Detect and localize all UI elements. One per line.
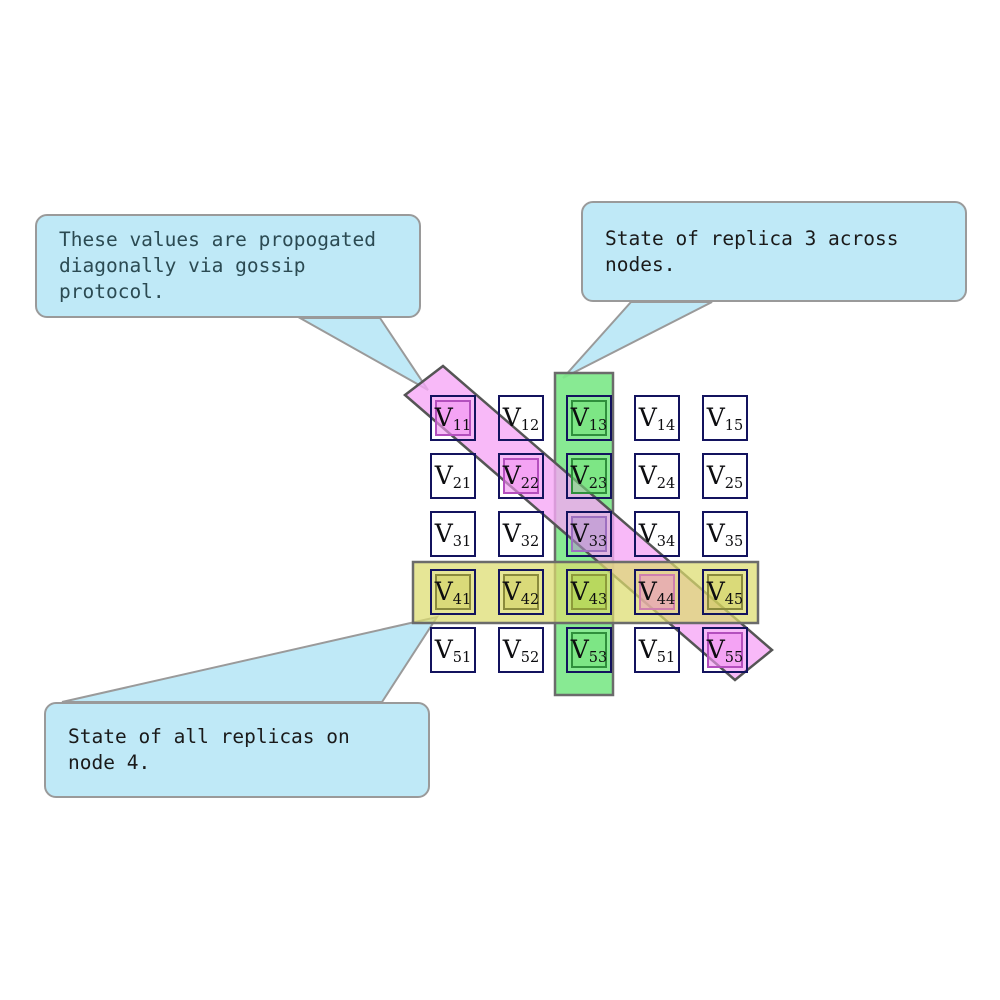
- grid-cell-v34[interactable]: V34: [634, 511, 680, 557]
- cell-label-subscript: 33: [588, 534, 608, 551]
- cell-label-subscript: 44: [656, 592, 676, 609]
- grid-cell-v21[interactable]: V21: [430, 453, 476, 499]
- grid-cell-v14[interactable]: V14: [634, 395, 680, 441]
- grid-cell-v15[interactable]: V15: [702, 395, 748, 441]
- cell-label: V55: [706, 634, 744, 667]
- cell-label: V32: [502, 518, 540, 551]
- cell-label: V53: [570, 634, 608, 667]
- cell-label-subscript: 43: [588, 592, 608, 609]
- cell-label-subscript: 52: [520, 650, 540, 667]
- cell-label-subscript: 23: [588, 476, 608, 493]
- cell-label-subscript: 32: [520, 534, 540, 551]
- cell-label-subscript: 25: [724, 476, 744, 493]
- cell-label: V25: [706, 460, 744, 493]
- cell-label-subscript: 14: [656, 418, 676, 435]
- cell-label-subscript: 42: [520, 592, 540, 609]
- grid-cell-v11[interactable]: V11: [430, 395, 476, 441]
- cell-label: V23: [570, 460, 608, 493]
- callout-replica-3: State of replica 3 across nodes.: [581, 201, 967, 302]
- cell-label: V41: [434, 576, 472, 609]
- cell-label: V45: [706, 576, 744, 609]
- callout-gossip-text: These values are propogated diagonally v…: [59, 228, 376, 303]
- cell-label-subscript: 31: [452, 534, 472, 551]
- cell-label: V13: [570, 402, 608, 435]
- grid-cell-v53[interactable]: V53: [566, 627, 612, 673]
- cell-label: V52: [502, 634, 540, 667]
- cell-label: V43: [570, 576, 608, 609]
- grid-cell-v24[interactable]: V24: [634, 453, 680, 499]
- grid-cell-v44[interactable]: V44: [634, 569, 680, 615]
- cell-label: V21: [434, 460, 472, 493]
- cell-label: V51: [434, 634, 472, 667]
- callout-replica-3-text: State of replica 3 across nodes.: [605, 226, 899, 276]
- cell-label: V24: [638, 460, 676, 493]
- cell-label-subscript: 53: [588, 650, 608, 667]
- cell-label-subscript: 45: [724, 592, 744, 609]
- cell-label: V12: [502, 402, 540, 435]
- cell-label-subscript: 13: [588, 418, 608, 435]
- callout-node-4-text: State of all replicas on node 4.: [68, 725, 350, 774]
- cell-label-subscript: 55: [724, 650, 744, 667]
- cell-label-subscript: 24: [656, 476, 676, 493]
- cell-label-subscript: 21: [452, 476, 472, 493]
- cell-label-subscript: 41: [452, 592, 472, 609]
- grid-cell-v23[interactable]: V23: [566, 453, 612, 499]
- cell-label-subscript: 35: [724, 534, 744, 551]
- grid-cell-v51[interactable]: V51: [430, 627, 476, 673]
- grid-cell-v52[interactable]: V52: [498, 627, 544, 673]
- cell-label: V42: [502, 576, 540, 609]
- cell-label: V11: [434, 402, 472, 435]
- cell-label-subscript: 11: [452, 418, 472, 435]
- cell-label-subscript: 51: [452, 650, 472, 667]
- grid-cell-v22[interactable]: V22: [498, 453, 544, 499]
- cell-label: V33: [570, 518, 608, 551]
- grid-cell-v12[interactable]: V12: [498, 395, 544, 441]
- grid-cell-v31[interactable]: V31: [430, 511, 476, 557]
- cell-label-subscript: 22: [520, 476, 540, 493]
- grid-cell-v51[interactable]: V51: [634, 627, 680, 673]
- grid-cell-v42[interactable]: V42: [498, 569, 544, 615]
- cell-label: V22: [502, 460, 540, 493]
- cell-label-subscript: 34: [656, 534, 676, 551]
- cell-label: V15: [706, 402, 744, 435]
- callout-node-4: State of all replicas on node 4.: [44, 702, 430, 798]
- grid-cell-v13[interactable]: V13: [566, 395, 612, 441]
- callout-gossip-protocol: These values are propogated diagonally v…: [35, 214, 421, 318]
- grid-cell-v45[interactable]: V45: [702, 569, 748, 615]
- cell-label: V44: [638, 576, 676, 609]
- grid-cell-v35[interactable]: V35: [702, 511, 748, 557]
- cell-label: V51: [638, 634, 676, 667]
- grid-cell-v32[interactable]: V32: [498, 511, 544, 557]
- grid-cell-v55[interactable]: V55: [702, 627, 748, 673]
- grid-cell-v43[interactable]: V43: [566, 569, 612, 615]
- grid-cell-v41[interactable]: V41: [430, 569, 476, 615]
- cell-label: V31: [434, 518, 472, 551]
- grid-cell-v33[interactable]: V33: [566, 511, 612, 557]
- cell-label-subscript: 15: [724, 418, 744, 435]
- cell-label-subscript: 12: [520, 418, 540, 435]
- cell-label-subscript: 51: [656, 650, 676, 667]
- grid-cell-v25[interactable]: V25: [702, 453, 748, 499]
- cell-label: V35: [706, 518, 744, 551]
- cell-label: V34: [638, 518, 676, 551]
- cell-label: V14: [638, 402, 676, 435]
